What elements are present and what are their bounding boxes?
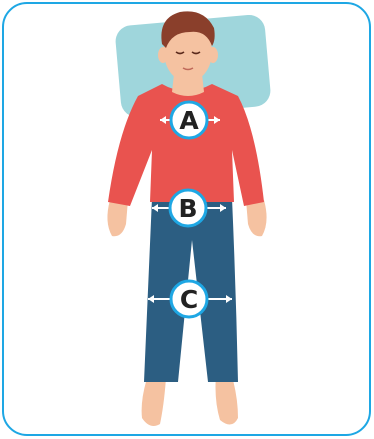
marker-a-label: A xyxy=(179,106,199,135)
marker-c-label: C xyxy=(180,285,198,314)
marker-b-label: B xyxy=(178,194,197,223)
